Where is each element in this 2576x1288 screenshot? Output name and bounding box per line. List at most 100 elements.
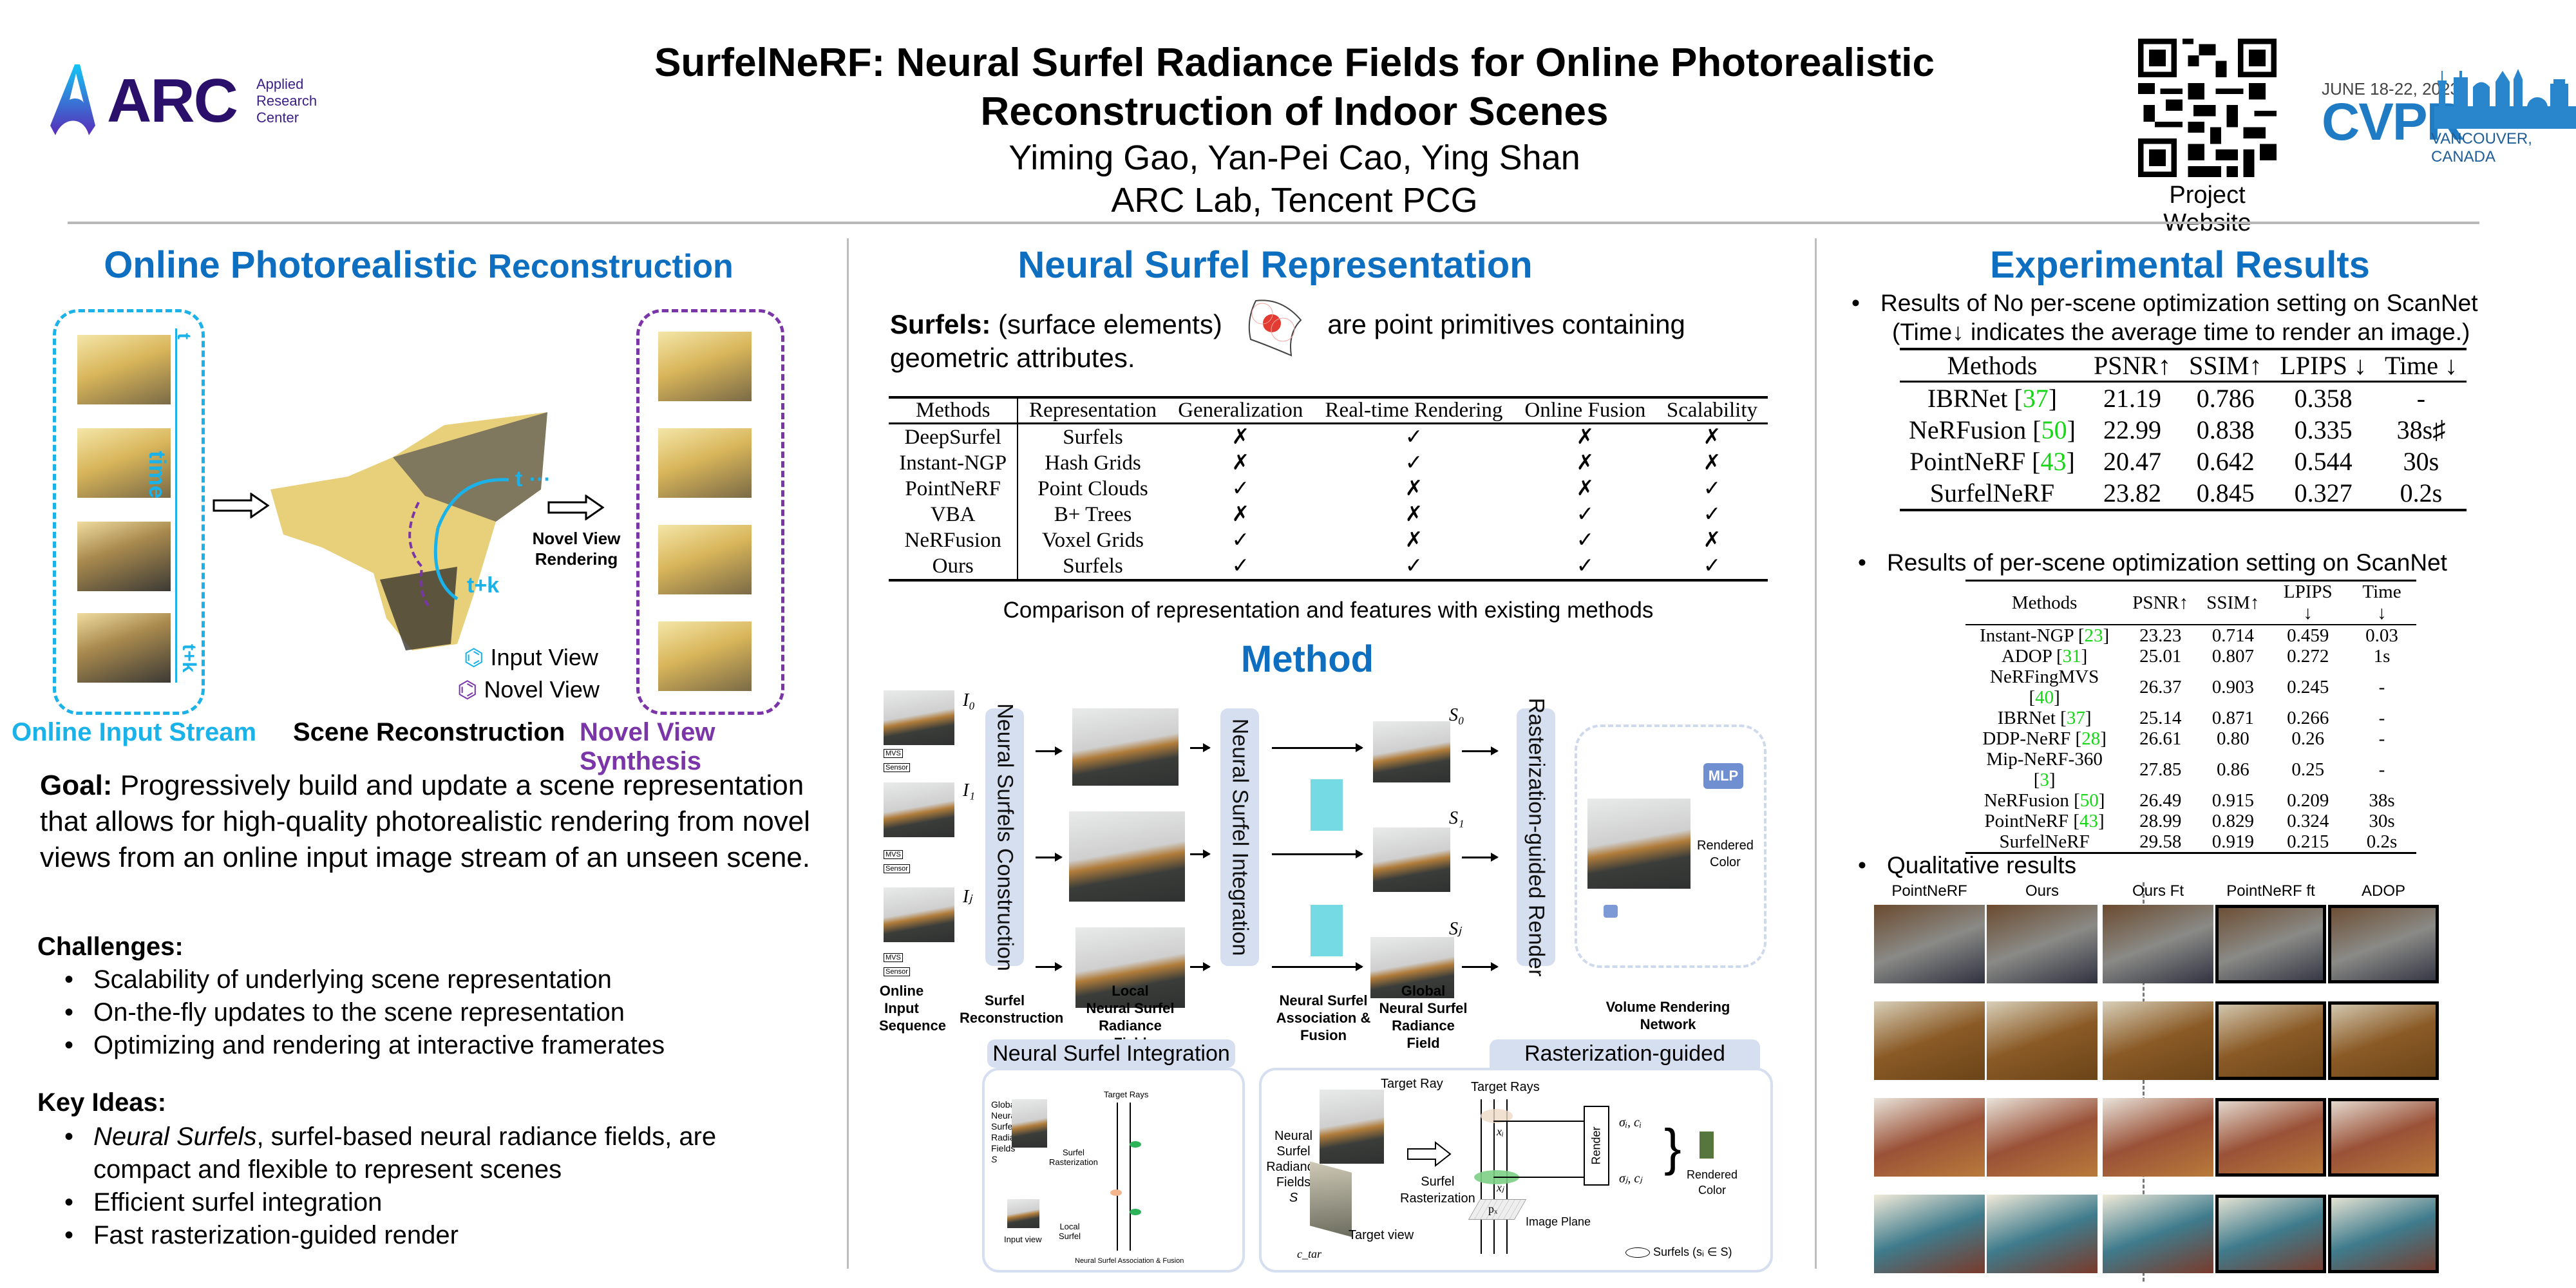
caption-online-input-stream: Online Input Stream [12,718,257,746]
arrow-icon [1190,743,1211,752]
key-idea-text: , surfel-based neural radiance fields, a… [93,1122,717,1184]
method-name: NeRFingMVS [1990,667,2099,687]
time-cell: 1s [2373,646,2391,667]
target-rays-label: Target Rays [1104,1090,1149,1099]
panel-title-integration: Neural Surfel Integration [987,1039,1235,1068]
ray-line [1130,1103,1131,1251]
qr-code-icon[interactable] [2138,39,2277,177]
target-ray-label: Target Ray [1381,1077,1443,1091]
results-header-cell: LPIPS ↓ [2271,349,2376,383]
time-cell: 38s♯ [2396,415,2446,444]
local-surfel-field-image [1075,927,1185,1008]
citation-link[interactable]: 50 [2041,415,2067,444]
comparison-cell: ✓ [1231,477,1250,500]
psnr-cell: 20.47 [2103,447,2161,476]
px-label: pₓ [1488,1202,1498,1215]
qualitative-column-label: Ours Ft [2132,882,2184,900]
input-stream-box [53,309,205,715]
qualitative-image-armchair [1874,1098,1985,1177]
method-name: IBRNet [1927,384,2008,413]
time-cell: 30s [2369,811,2395,831]
citation-link[interactable]: 50 [2079,790,2099,811]
comparison-cell: ✓ [1576,503,1595,526]
intro-note: (Time↓ indicates the average time to ren… [1892,319,2470,345]
bar-label: Neural Surfel Integration [1227,718,1253,956]
psnr-cell: 25.14 [2139,708,2182,728]
authors: Yiming Gao, Yan-Pei Cao, Ying Shan [1009,138,1580,177]
qualitative-image-sink-cabinet [2215,1001,2326,1080]
qualitative-image-armchair [2215,1098,2326,1177]
sigma-j-label: σⱼ, cⱼ [1619,1171,1642,1186]
panel-input-image [1007,1199,1039,1228]
section-heading-experimental: Experimental Results [1990,244,2370,286]
citation-link[interactable]: 31 [2062,646,2081,667]
goal-label: Goal: [40,770,113,801]
key-idea-text: Fast rasterization-guided render [93,1221,459,1249]
qualitative-column-label: Ours [2025,882,2059,900]
rendered-color-label: Rendered Color [1697,837,1754,871]
label-line: Rendered [1687,1168,1738,1181]
citation-link[interactable]: 43 [2040,447,2067,476]
arrow-icon [1036,746,1063,755]
surfel-ellipse [1481,1109,1513,1123]
global-field-label: S₀ [1449,705,1464,725]
ssim-cell: 0.915 [2211,790,2254,811]
legend-text: Novel View [484,676,600,703]
arrow-icon [1462,853,1499,862]
citation-link[interactable]: 37 [2066,708,2085,728]
label-line: Neural Surfel [1086,1000,1175,1016]
method-name: NeRFusion [1909,415,2027,444]
sigma-i-label: σᵢ, cᵢ [1619,1115,1642,1130]
goal-paragraph: Goal: Progressively build and update a s… [40,768,813,876]
intro-text: Results of No per-scene optimization set… [1880,290,2478,316]
citation-link[interactable]: 40 [2035,687,2054,708]
conference-location: VANCOUVER, CANADA [2431,130,2532,166]
qualitative-image-copier [1987,905,2098,983]
comparison-cell: ✓ [1231,529,1250,552]
key-idea-text: Efficient surfel integration [93,1188,383,1217]
comparison-cell: ✓ [1703,503,1721,526]
arrow-icon [1272,962,1363,971]
key-ideas-list: Neural Surfels, surfel-based neural radi… [64,1121,805,1252]
citation-link[interactable]: 23 [2084,625,2103,646]
surfels-text: (surface elements) [998,309,1222,339]
citation-link[interactable]: 37 [2022,384,2049,413]
qualitative-label: Qualitative results [1858,849,2573,882]
comparison-cell: Instant-NGP [889,450,1019,476]
method-name: ADOP [2001,646,2052,667]
res1-intro-item: Results of No per-scene optimization set… [1852,289,2566,346]
novel-frame [658,332,752,401]
arrow-icon [1272,743,1363,752]
citation-link[interactable]: 28 [2081,728,2101,749]
poster-title-line1: SurfelNeRF: Neural Surfel Radiance Field… [654,41,1935,85]
citation-link[interactable]: 3 [2040,770,2049,790]
qualitative-image-sink-cabinet [2328,1001,2439,1080]
global-surfel-field-image [1373,721,1450,782]
method-name: Mip-NeRF-360 [1986,749,2103,770]
brace-icon: } [1664,1119,1681,1176]
label-line: Global [1401,983,1446,999]
label-line: Neural Surfel [1279,992,1368,1009]
comparison-cell: ✓ [1576,529,1595,552]
input-frame-image [884,690,954,745]
key-idea-item: Fast rasterization-guided render [64,1219,805,1252]
surfel-ellipse [1110,1189,1122,1196]
header-divider [68,222,2479,224]
citation-link[interactable]: 43 [2079,811,2098,831]
comparison-cell: ✓ [1405,451,1423,475]
qualitative-column-label: PointNeRF [1891,882,1967,900]
comparison-header-cell: Representation [1018,397,1168,424]
panel-scene-image [1012,1099,1047,1148]
label-line: Neural [991,1110,1018,1121]
ray-link [1493,1121,1584,1122]
target-view-label: Target view [1349,1228,1414,1242]
comparison-cell: Hash Grids [1045,451,1141,475]
